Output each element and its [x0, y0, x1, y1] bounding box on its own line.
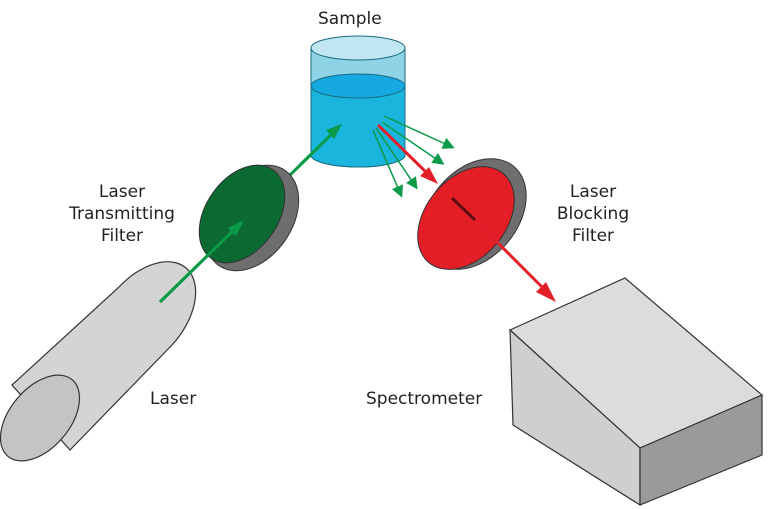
label-line: Transmitting [69, 204, 175, 224]
label-line: Laser [569, 182, 617, 202]
label-line: Filter [100, 226, 144, 246]
blocking-filter [417, 158, 527, 270]
sample-cuvette [310, 35, 406, 168]
label-spectrometer: Spectrometer [366, 389, 483, 409]
label-line: Laser [98, 182, 146, 202]
transmitted-beam [473, 218, 547, 292]
spectrometer-device [508, 277, 764, 507]
scattered-light [372, 115, 455, 198]
label-line: Blocking [556, 204, 630, 224]
label-line: Filter [571, 226, 615, 246]
laser-device [0, 261, 197, 462]
label-sample: Sample [318, 9, 382, 29]
transmitting-filter [198, 164, 300, 272]
laser-beam-in-sample [298, 128, 338, 167]
rayleigh-beam [376, 123, 432, 178]
label-blocking-filter: Laser Blocking Filter [538, 181, 648, 247]
label-transmitting-filter: Laser Transmitting Filter [52, 181, 192, 247]
label-laser: Laser [150, 389, 197, 409]
